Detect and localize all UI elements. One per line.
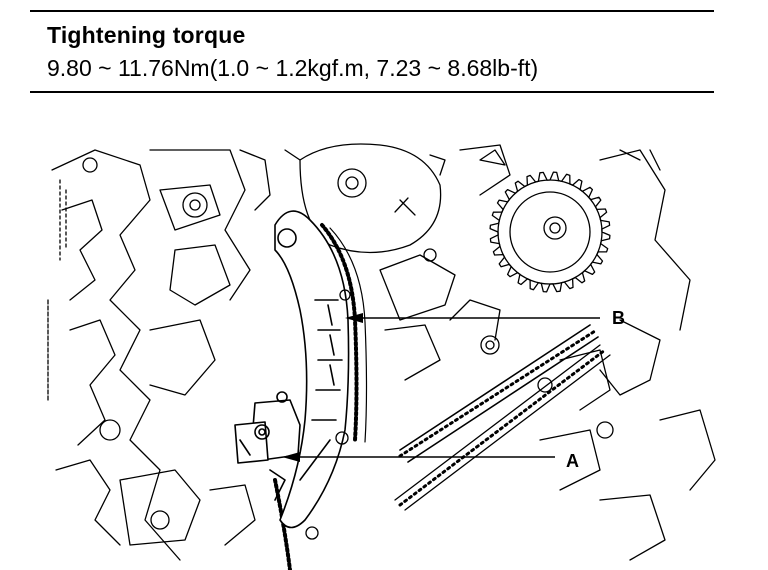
right-housing-linework: [379, 144, 716, 561]
engine-block-linework: [47, 149, 271, 561]
cam-gear-right: [489, 171, 611, 293]
callout-a: A: [282, 451, 579, 471]
chain-guide-arm: [274, 210, 350, 529]
callout-b-label: B: [612, 308, 625, 328]
callout-b: B: [345, 308, 625, 328]
cam-sprocket-left: [284, 143, 446, 254]
callout-a-label: A: [566, 451, 579, 471]
chain-tensioner: [234, 391, 301, 501]
timing-chain: [394, 324, 611, 511]
torque-title: Tightening torque: [47, 22, 246, 48]
bolts: [305, 289, 351, 540]
top-rule: [30, 10, 714, 12]
bottom-rule: [30, 91, 714, 93]
torque-value: 9.80 ~ 11.76Nm(1.0 ~ 1.2kgf.m, 7.23 ~ 8.…: [47, 55, 539, 81]
